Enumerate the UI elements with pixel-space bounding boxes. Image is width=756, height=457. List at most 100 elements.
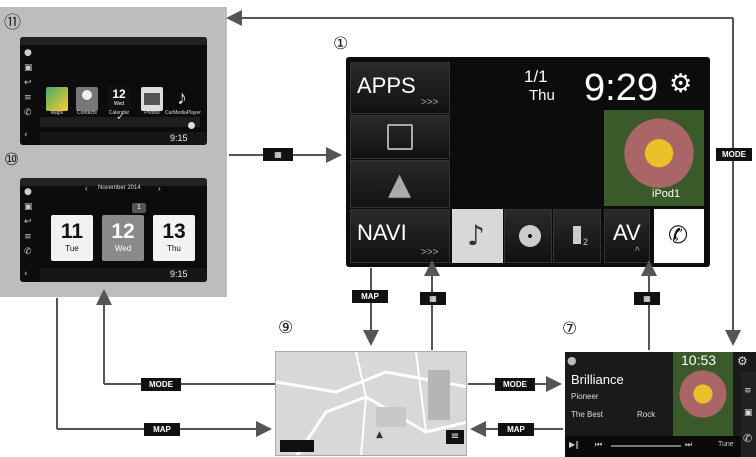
left-arrow-icon[interactable]: ‹ — [24, 269, 28, 279]
map-menu-icon[interactable]: ≡ — [446, 430, 464, 444]
player-album-art — [673, 352, 733, 436]
label-9: ⑨ — [278, 318, 294, 338]
photos-app-icon[interactable] — [141, 87, 163, 111]
bottom-bar — [40, 268, 207, 282]
grid-icon: ▦ — [429, 294, 437, 303]
maps-app-icon[interactable] — [46, 87, 68, 111]
next-month-icon[interactable]: › — [158, 184, 161, 193]
apps-label: APPS — [357, 73, 416, 98]
apps-screen-time: 9:15 — [170, 133, 188, 143]
printer-icon — [144, 93, 160, 105]
label-11: ⑪ — [4, 13, 21, 33]
app-label-maps: Maps — [50, 110, 64, 116]
map-button-right[interactable]: MAP — [498, 423, 534, 436]
usb-number: 2 — [583, 237, 589, 247]
day-num-13: 13 — [162, 220, 186, 243]
check-icon[interactable]: ✓ — [116, 110, 126, 123]
disc-source-tile[interactable] — [504, 209, 552, 263]
home-icon[interactable]: ● — [567, 354, 577, 367]
calendar-screen: ● ▣ ↩ ≡ ✆ ‹ ‹ November 2014 › 11 Tue 12 … — [20, 178, 207, 282]
map-button-left[interactable]: MAP — [144, 423, 180, 436]
back-icon[interactable]: ↩ — [24, 78, 32, 88]
ipod-source-label: iPod1 — [652, 188, 681, 200]
app-label-calendar: Calendar — [108, 110, 130, 116]
music-note-icon[interactable]: ♪ — [177, 87, 187, 109]
home-grid-button[interactable]: ▦ — [634, 292, 660, 305]
calendar-screen-time: 9:15 — [170, 269, 188, 279]
map-button-center[interactable]: MAP — [352, 290, 388, 303]
calendar-app-icon[interactable]: 12 Wed — [108, 87, 130, 111]
calendar-month: November 2014 — [98, 185, 141, 191]
next-track-icon[interactable]: ⏭ — [685, 440, 693, 449]
av-player-screen: ● 10:53 ⚙ Brilliance Pioneer The Best Ro… — [565, 352, 756, 457]
progress-bar[interactable] — [611, 445, 681, 447]
tune-label: Tune — [718, 441, 734, 448]
home-grid-button[interactable]: ▦ — [263, 148, 293, 161]
navi-map-tile[interactable]: ▲ — [350, 160, 450, 208]
left-arrow-icon[interactable]: ‹ — [24, 130, 28, 140]
day-of-week: Thu — [529, 87, 555, 104]
apps-tile[interactable]: APPS >>> — [350, 62, 450, 114]
usb-icon — [573, 226, 581, 244]
label-7: ⑦ — [562, 319, 578, 339]
home-grid-button[interactable]: ▦ — [420, 292, 446, 305]
settings-gear-icon[interactable]: ⚙ — [737, 354, 748, 368]
play-pause-icon[interactable]: ▶∥ — [569, 440, 580, 449]
settings-gear-icon[interactable]: ⚙ — [669, 69, 693, 99]
contacts-app-icon[interactable] — [76, 87, 98, 111]
grid-icon: ▦ — [274, 150, 282, 159]
phone-icon[interactable]: ✆ — [24, 247, 32, 257]
person-icon — [82, 90, 92, 100]
home-icon[interactable]: ● — [24, 48, 32, 58]
prev-track-icon[interactable]: ⏮ — [595, 440, 603, 449]
apps-arrows: >>> — [421, 97, 439, 108]
back-icon[interactable]: ↩ — [24, 217, 32, 227]
position-arrow-icon: ▲ — [376, 430, 383, 440]
mode-button-right[interactable]: MODE — [716, 148, 752, 161]
av-chevron-icon: ^ — [635, 246, 640, 257]
av-tile[interactable]: AV ^ — [604, 209, 650, 263]
phone-tile[interactable]: ✆ — [654, 209, 704, 263]
map-left-control[interactable] — [280, 440, 314, 452]
player-album: The Best — [571, 410, 604, 419]
prev-month-icon[interactable]: ‹ — [85, 184, 88, 193]
mode-button-bottom[interactable]: MODE — [495, 378, 535, 391]
player-title: Brilliance — [571, 372, 624, 387]
windows-icon[interactable]: ▣ — [24, 202, 33, 212]
music-note-icon: ♪ — [467, 219, 485, 252]
app-label-photos: Photos — [144, 110, 160, 116]
screen-mirror-icon — [387, 124, 413, 150]
day-name-thu: Thu — [167, 244, 181, 253]
list-icon[interactable]: ≡ — [744, 386, 752, 396]
phone-icon[interactable]: ✆ — [743, 432, 753, 445]
windows-icon[interactable]: ▣ — [24, 63, 33, 73]
mode-button-left[interactable]: MODE — [141, 378, 181, 391]
mirroring-tile[interactable] — [350, 115, 450, 159]
event-badge: 1 — [132, 203, 146, 213]
usb-source-tile[interactable]: 2 — [553, 209, 601, 263]
album-art-flower[interactable] — [604, 110, 704, 206]
app-label-contacts: Contacts — [77, 110, 97, 116]
home-icon[interactable]: ● — [24, 187, 32, 197]
navi-arrows: >>> — [421, 247, 439, 258]
dock-bar — [40, 117, 200, 127]
day-card-12[interactable]: 12 Wed — [102, 215, 144, 261]
window-icon[interactable]: ▣ — [744, 408, 753, 418]
status-bar — [20, 37, 207, 45]
menu-icon[interactable]: ≡ — [24, 232, 32, 242]
map-screen[interactable]: ▲ ≡ — [275, 351, 467, 456]
clock-icon — [188, 122, 195, 129]
navi-label: NAVI — [357, 220, 407, 245]
phone-icon: ✆ — [668, 221, 689, 249]
phone-icon[interactable]: ✆ — [24, 108, 32, 118]
calendar-app-day: Wed — [113, 101, 125, 107]
label-1: ① — [333, 34, 349, 54]
menu-icon[interactable]: ≡ — [24, 93, 32, 103]
player-artist: Pioneer — [571, 392, 599, 401]
day-card-13[interactable]: 13 Thu — [153, 215, 195, 261]
music-source-tile[interactable]: ♪ — [452, 209, 503, 263]
player-genre: Rock — [637, 410, 656, 419]
transport-bar: ▶∥ ⏮ ⏭ Tune — [565, 436, 741, 457]
navi-tile[interactable]: NAVI >>> — [350, 209, 450, 263]
day-card-11[interactable]: 11 Tue — [51, 215, 93, 261]
